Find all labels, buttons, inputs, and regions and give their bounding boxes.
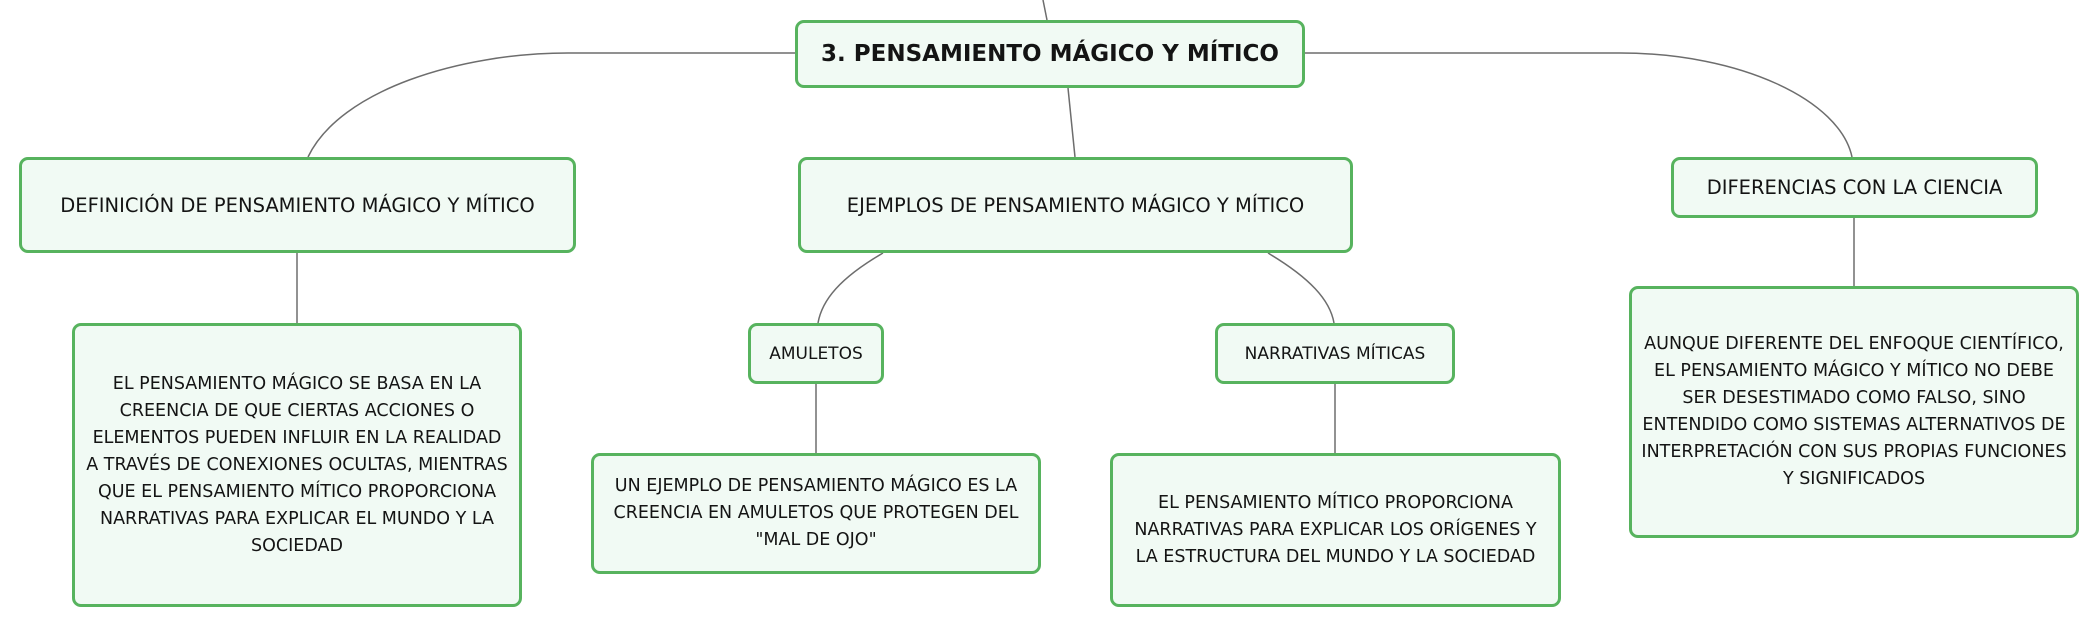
narrativas-detail-text: EL PENSAMIENTO MÍTICO PROPORCIONA NARRAT…: [1134, 492, 1537, 567]
connector-root-ejemplos: [1067, 87, 1076, 158]
amuletos-detail-node[interactable]: UN EJEMPLO DE PENSAMIENTO MÁGICO ES LA C…: [591, 453, 1041, 574]
amuletos-topic-node[interactable]: AMULETOS: [748, 323, 884, 384]
definicion-topic-label: DEFINICIÓN DE PENSAMIENTO MÁGICO Y MÍTIC…: [60, 193, 535, 217]
amuletos-topic-label: AMULETOS: [769, 343, 863, 364]
connector-root-definicion: [307, 52, 796, 158]
definicion-detail-text: EL PENSAMIENTO MÁGICO SE BASA EN LA CREE…: [86, 373, 508, 556]
ejemplos-topic-node[interactable]: EJEMPLOS DE PENSAMIENTO MÁGICO Y MÍTICO: [798, 157, 1353, 253]
root-topic-node[interactable]: 3. PENSAMIENTO MÁGICO Y MÍTICO: [795, 20, 1305, 88]
ejemplos-topic-label: EJEMPLOS DE PENSAMIENTO MÁGICO Y MÍTICO: [846, 193, 1305, 217]
narrativas-topic-label: NARRATIVAS MÍTICAS: [1244, 343, 1426, 364]
definicion-topic-node[interactable]: DEFINICIÓN DE PENSAMIENTO MÁGICO Y MÍTIC…: [19, 157, 576, 253]
amuletos-detail-text: UN EJEMPLO DE PENSAMIENTO MÁGICO ES LA C…: [613, 476, 1019, 550]
connector-root-parent: [1042, 0, 1048, 21]
definicion-detail-node[interactable]: EL PENSAMIENTO MÁGICO SE BASA EN LA CREE…: [72, 323, 522, 607]
root-topic-label: 3. PENSAMIENTO MÁGICO Y MÍTICO: [821, 41, 1279, 67]
diferencias-topic-node[interactable]: DIFERENCIAS CON LA CIENCIA: [1671, 157, 2038, 218]
connector-ejemplos-narrativas: [1267, 252, 1335, 324]
diferencias-detail-node[interactable]: AUNQUE DIFERENTE DEL ENFOQUE CIENTÍFICO,…: [1629, 286, 2079, 538]
connector-root-diferencias: [1304, 52, 1853, 158]
narrativas-topic-node[interactable]: NARRATIVAS MÍTICAS: [1215, 323, 1455, 384]
connector-ejemplos-amuletos: [817, 252, 884, 324]
diferencias-detail-text: AUNQUE DIFERENTE DEL ENFOQUE CIENTÍFICO,…: [1641, 334, 2067, 489]
diferencias-topic-label: DIFERENCIAS CON LA CIENCIA: [1706, 176, 2003, 199]
narrativas-detail-node[interactable]: EL PENSAMIENTO MÍTICO PROPORCIONA NARRAT…: [1110, 453, 1561, 607]
